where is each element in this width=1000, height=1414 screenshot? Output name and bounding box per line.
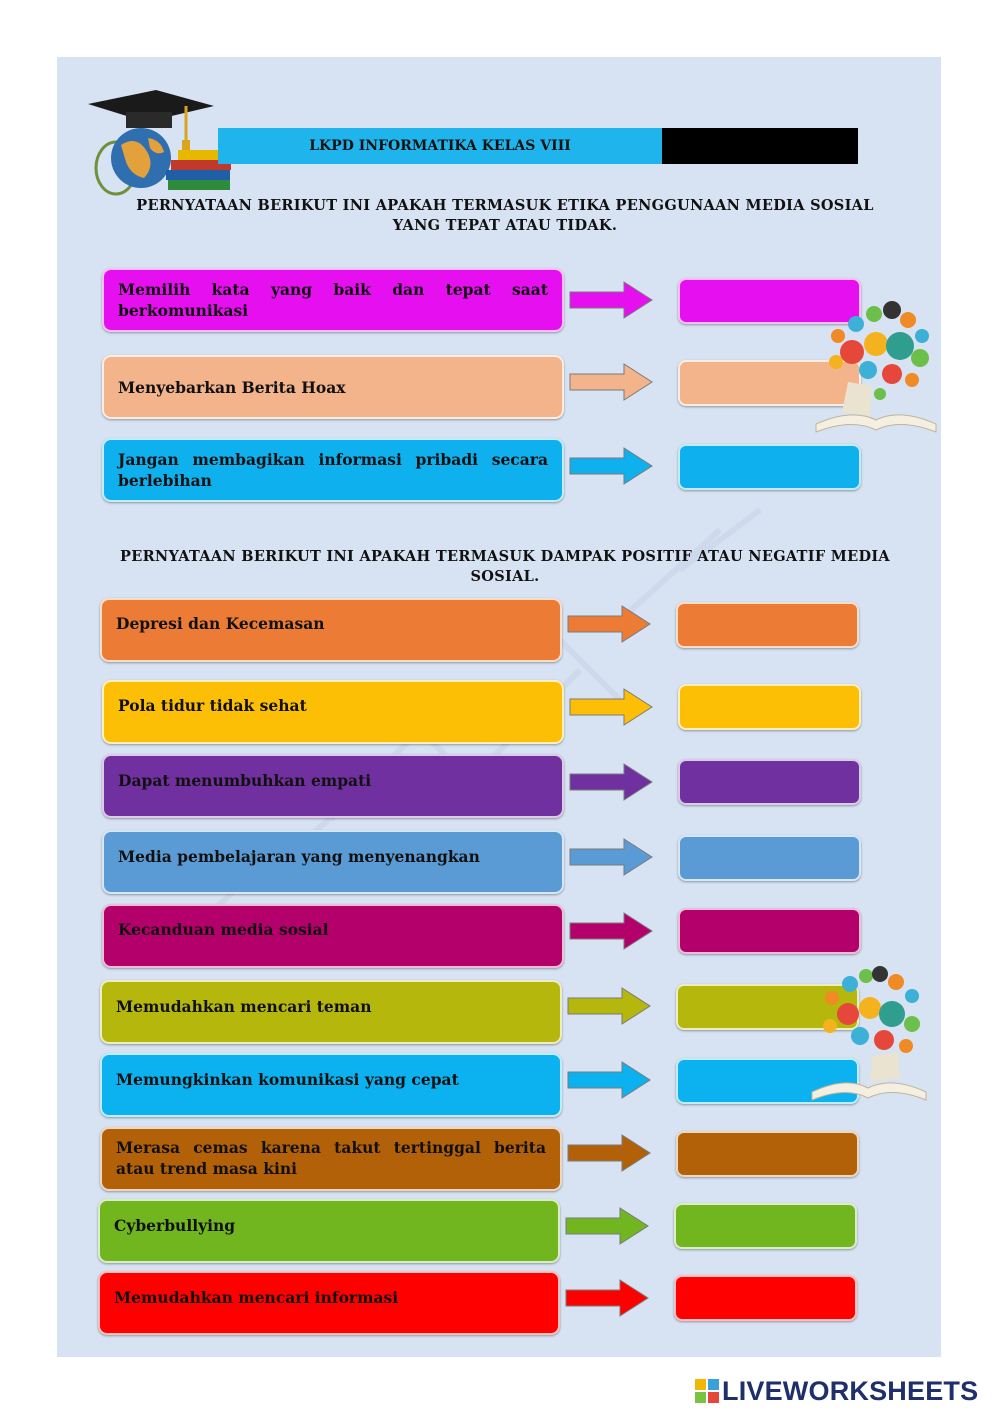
arrow-right-icon: [564, 1278, 650, 1318]
statement-card: Menyebarkan Berita Hoax: [102, 355, 564, 419]
statement-text: Memungkinkan komunikasi yang cepat: [116, 1069, 546, 1090]
answer-box[interactable]: [676, 602, 859, 648]
statement-text: Memilih kata yang baik dan tepat saat be…: [118, 279, 548, 321]
liveworksheets-brand: LIVEWORKSHEETS: [694, 1374, 978, 1408]
statement-text: Cyberbullying: [114, 1215, 544, 1236]
education-icons-decoration-icon: [808, 962, 930, 1104]
statement-card: Jangan membagikan informasi pribadi seca…: [102, 438, 564, 502]
arrow-right-icon: [568, 762, 654, 802]
arrow-right-icon: [568, 280, 654, 320]
statement-text: Jangan membagikan informasi pribadi seca…: [118, 449, 548, 491]
statement-card: Dapat menumbuhkan empati: [102, 754, 564, 818]
answer-box[interactable]: [674, 1203, 857, 1249]
statement-text: Dapat menumbuhkan empati: [118, 770, 548, 791]
liveworksheets-logo-icon: [694, 1378, 720, 1404]
statement-text: Kecanduan media sosial: [118, 919, 548, 940]
page-title: LKPD INFORMATIKA KELAS VIII: [218, 128, 662, 164]
arrow-right-icon: [568, 362, 654, 402]
statement-text: Media pembelajaran yang menyenangkan: [118, 846, 548, 867]
arrow-right-icon: [566, 986, 652, 1026]
arrow-right-icon: [568, 687, 654, 727]
answer-box[interactable]: [678, 759, 861, 805]
section1-instruction: PERNYATAAN BERIKUT INI APAKAH TERMASUK E…: [110, 196, 900, 236]
arrow-right-icon: [568, 911, 654, 951]
section2-instruction: PERNYATAAN BERIKUT INI APAKAH TERMASUK D…: [110, 547, 900, 587]
answer-box[interactable]: [676, 1131, 859, 1177]
statement-card: Media pembelajaran yang menyenangkan: [102, 830, 564, 894]
answer-box[interactable]: [678, 835, 861, 881]
statement-card: Merasa cemas karena takut tertinggal ber…: [100, 1127, 562, 1191]
statement-text: Memudahkan mencari teman: [116, 996, 546, 1017]
statement-text: Pola tidur tidak sehat: [118, 695, 548, 716]
arrow-right-icon: [566, 604, 652, 644]
statement-card: Pola tidur tidak sehat: [102, 680, 564, 744]
arrow-right-icon: [564, 1206, 650, 1246]
statement-card: Cyberbullying: [98, 1199, 560, 1263]
statement-card: Memungkinkan komunikasi yang cepat: [100, 1053, 562, 1117]
statement-card: Kecanduan media sosial: [102, 904, 564, 968]
arrow-right-icon: [568, 837, 654, 877]
arrow-right-icon: [566, 1060, 652, 1100]
graduation-logo-icon: [86, 90, 236, 200]
answer-box[interactable]: [678, 684, 861, 730]
statement-card: Memudahkan mencari informasi: [98, 1271, 560, 1335]
statement-text: Merasa cemas karena takut tertinggal ber…: [116, 1137, 546, 1179]
statement-card: Depresi dan Kecemasan: [100, 598, 562, 662]
statement-card: Memudahkan mencari teman: [100, 980, 562, 1044]
statement-text: Depresi dan Kecemasan: [116, 613, 546, 634]
answer-box[interactable]: [678, 444, 861, 490]
answer-box[interactable]: [674, 1275, 857, 1321]
arrow-right-icon: [566, 1133, 652, 1173]
header-banner-black: [662, 128, 858, 164]
brand-text: LIVEWORKSHEETS: [722, 1376, 978, 1407]
answer-box[interactable]: [678, 908, 861, 954]
education-icons-decoration-icon: [812, 296, 940, 436]
statement-text: Memudahkan mencari informasi: [114, 1287, 544, 1308]
arrow-right-icon: [568, 446, 654, 486]
statement-text: Menyebarkan Berita Hoax: [118, 377, 548, 398]
statement-card: Memilih kata yang baik dan tepat saat be…: [102, 268, 564, 332]
